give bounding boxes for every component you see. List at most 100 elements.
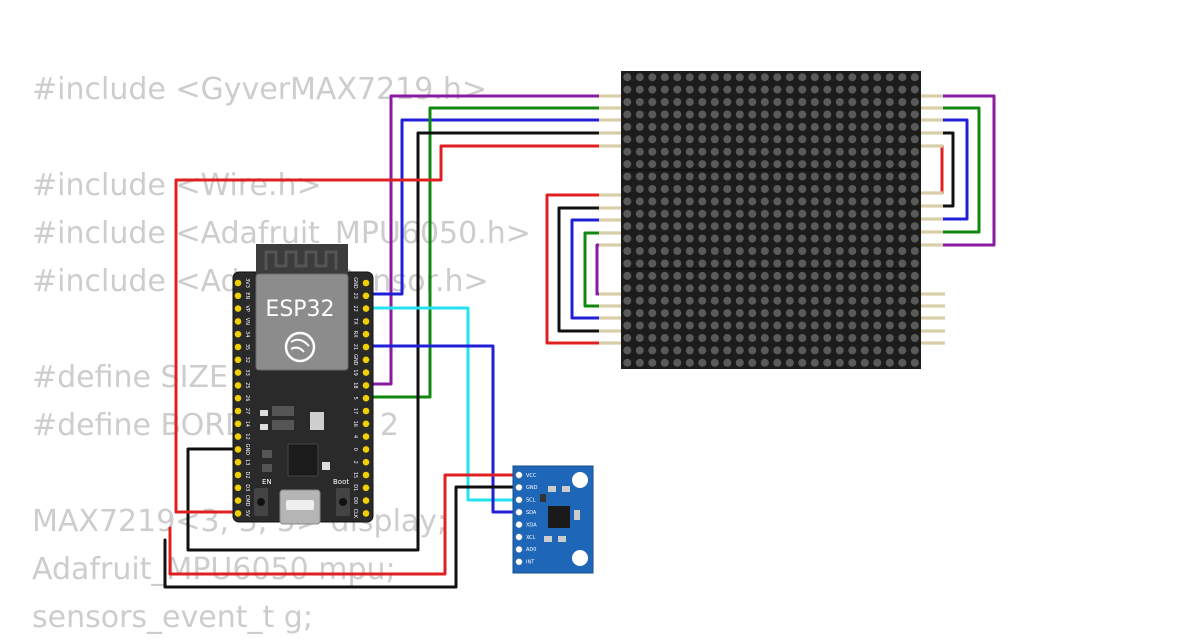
led-dot	[723, 358, 732, 367]
led-dot	[898, 321, 907, 330]
esp32-pin[interactable]	[234, 318, 242, 325]
led-dot	[860, 147, 869, 156]
wire-chain-purple-right	[936, 94, 996, 247]
mpu6050-pin[interactable]	[515, 521, 523, 529]
mpu6050-pin[interactable]	[515, 558, 523, 566]
esp32-pin[interactable]	[234, 471, 242, 479]
led-dot	[910, 135, 919, 144]
esp32-pin[interactable]	[234, 458, 242, 466]
esp32-pin[interactable]	[362, 369, 370, 376]
led-dot	[860, 346, 869, 355]
led-dot	[885, 185, 894, 193]
esp32-board[interactable]: ESP32 EN Boot 3V3ENVPVN34353233252627141…	[232, 244, 374, 525]
esp32-pin[interactable]	[234, 369, 242, 376]
led-dot	[810, 234, 819, 243]
esp32-pin[interactable]	[362, 343, 370, 351]
led-dot	[710, 234, 719, 243]
esp32-pin[interactable]	[362, 394, 370, 402]
esp32-pin[interactable]	[234, 407, 242, 415]
led-dot	[635, 135, 644, 144]
led-dot	[860, 122, 869, 131]
esp32-pin[interactable]	[362, 382, 370, 389]
led-dot	[785, 110, 794, 119]
mpu6050-pin-label: VCC	[526, 473, 537, 479]
esp32-pin[interactable]	[234, 330, 242, 338]
led-dot	[798, 321, 807, 330]
led-dot	[823, 122, 832, 131]
led-dot	[673, 358, 682, 367]
esp32-pin[interactable]	[362, 458, 370, 466]
led-dot	[773, 73, 782, 82]
mpu6050-pin[interactable]	[515, 508, 523, 516]
esp32-pin[interactable]	[362, 446, 370, 453]
led-dot	[798, 358, 807, 367]
led-dot	[860, 222, 869, 231]
esp32-pin-label: 14	[244, 421, 250, 427]
esp32-pin[interactable]	[234, 292, 242, 300]
esp32-pin[interactable]	[234, 279, 242, 287]
led-matrix-module[interactable]	[599, 71, 945, 369]
led-dot	[735, 271, 744, 280]
esp32-pin[interactable]	[362, 356, 370, 364]
led-dot	[723, 259, 732, 268]
esp32-pin[interactable]	[362, 305, 370, 312]
esp32-pin[interactable]	[362, 292, 370, 300]
esp32-pin[interactable]	[362, 471, 370, 479]
esp32-pin-label: 35	[244, 344, 250, 350]
mpu6050-pin[interactable]	[515, 496, 523, 504]
led-dot	[848, 172, 857, 181]
led-dot	[660, 271, 669, 280]
led-dot	[673, 160, 682, 169]
led-dot	[748, 296, 757, 305]
led-dot	[710, 110, 719, 119]
led-dot	[848, 296, 857, 305]
led-dot	[760, 296, 769, 305]
esp32-pin[interactable]	[362, 433, 370, 440]
led-dot	[698, 122, 707, 131]
led-dot	[648, 122, 657, 131]
esp32-pin[interactable]	[234, 394, 242, 402]
esp32-pin[interactable]	[362, 318, 370, 325]
esp32-pin[interactable]	[234, 510, 242, 517]
esp32-pin[interactable]	[234, 446, 242, 453]
esp32-pin[interactable]	[234, 484, 242, 492]
led-dot	[885, 197, 894, 206]
led-dot	[723, 247, 732, 255]
led-dot	[685, 185, 694, 193]
led-dot	[823, 98, 832, 106]
led-dot	[835, 73, 844, 82]
esp32-pin[interactable]	[234, 356, 242, 364]
esp32-pin[interactable]	[362, 484, 370, 492]
led-dot	[910, 185, 919, 193]
mpu6050-pin[interactable]	[515, 545, 523, 553]
esp32-pin[interactable]	[362, 407, 370, 415]
led-dot	[835, 234, 844, 243]
esp32-pin[interactable]	[362, 497, 370, 504]
esp32-pin[interactable]	[234, 497, 242, 504]
led-dot	[823, 73, 832, 82]
mpu6050-pin-label: GND	[526, 485, 538, 491]
esp32-pin[interactable]	[234, 343, 242, 351]
mpu6050-pin[interactable]	[515, 483, 523, 491]
esp32-pin[interactable]	[234, 433, 242, 440]
esp32-pin[interactable]	[362, 279, 370, 287]
esp32-pin[interactable]	[234, 305, 242, 312]
esp32-pin[interactable]	[362, 510, 370, 517]
mpu6050-pin[interactable]	[515, 471, 523, 479]
led-dot	[848, 346, 857, 355]
esp32-pin[interactable]	[234, 420, 242, 428]
led-dot	[835, 135, 844, 144]
led-dot	[760, 172, 769, 181]
led-dot	[823, 334, 832, 342]
esp32-pin[interactable]	[362, 420, 370, 428]
led-dot	[660, 122, 669, 131]
esp32-pin[interactable]	[234, 382, 242, 389]
led-dot	[848, 309, 857, 318]
led-dot	[660, 321, 669, 330]
mpu6050-pin[interactable]	[515, 533, 523, 541]
led-dot	[735, 209, 744, 218]
led-dot	[710, 296, 719, 305]
esp32-pin[interactable]	[362, 330, 370, 338]
led-dot	[785, 147, 794, 156]
